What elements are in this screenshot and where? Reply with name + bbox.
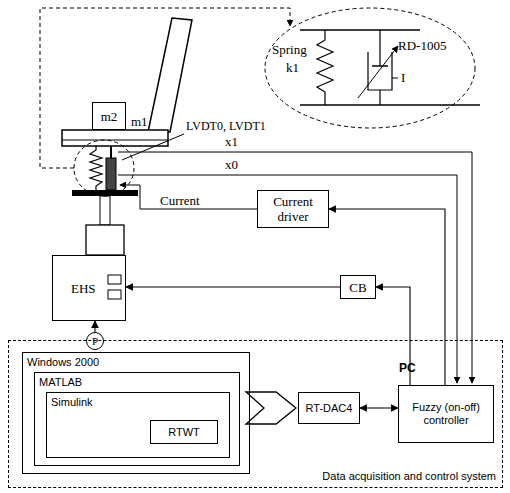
- platform: [72, 190, 138, 196]
- box-label: RTWT: [168, 426, 200, 439]
- damper-symbol-piston: [372, 65, 388, 67]
- damper-body: [106, 158, 116, 190]
- box-label: EHS: [71, 281, 96, 296]
- box-title: Simulink: [51, 395, 93, 410]
- box-label: RT-DAC4: [306, 402, 353, 415]
- box-label: Current driver: [264, 194, 322, 224]
- detail-view: [265, 8, 475, 128]
- controller-box: CB: [340, 275, 376, 299]
- signal-arrow: [360, 407, 398, 408]
- box-label: P: [92, 335, 98, 347]
- damper-symbol-rod: [379, 30, 380, 66]
- signal-arrow: [94, 321, 95, 332]
- detail-marker: [74, 140, 134, 196]
- os-box: Windows 2000MATLAB SimulinkRTWT: [22, 352, 250, 474]
- pump-circle: P: [86, 332, 104, 350]
- panel-title: PC: [399, 361, 416, 376]
- driver-box: Current driver: [257, 190, 329, 228]
- system-panel: PC Data acquisition and control system Win…: [8, 340, 503, 488]
- seat-back: [148, 18, 192, 132]
- part-label: x0: [225, 157, 238, 172]
- box-label: Fuzzy (on-off) controller: [412, 401, 480, 427]
- seat-pan: [62, 130, 168, 146]
- sensor-leader: [122, 134, 184, 160]
- spring-symbol: [317, 30, 333, 105]
- servo-valve: [108, 290, 121, 299]
- part-label: RD-1005: [398, 38, 446, 53]
- box-title: Windows 2000: [27, 355, 99, 370]
- software-box: MATLAB SimulinkRTWT: [34, 372, 240, 466]
- daq-box: RT-DAC4: [298, 392, 360, 424]
- seat-spring: [90, 146, 102, 190]
- actuator-rod: [100, 196, 110, 225]
- part-label: LVDT0, LVDT1: [186, 119, 266, 134]
- panel-caption: Data acquisition and control system: [322, 469, 496, 484]
- software-box: RTWT: [150, 420, 218, 444]
- seat-pan-shade: [62, 140, 168, 141]
- box-label: m2: [101, 109, 118, 124]
- software-box: SimulinkRTWT: [46, 392, 230, 458]
- servo-valve: [108, 275, 121, 284]
- part-label: m1: [131, 114, 148, 129]
- damper-symbol-body-base: [379, 90, 380, 105]
- variable-arrow: [358, 46, 398, 98]
- part-label: Current: [160, 193, 200, 208]
- detail-link: [40, 8, 290, 168]
- current-wire: [120, 185, 257, 209]
- part-label: x1: [225, 134, 238, 149]
- interface-chevron: [246, 392, 296, 424]
- mass-box: m2: [92, 102, 126, 130]
- signal-arrow: [126, 286, 340, 287]
- controller-box: Fuzzy (on-off) controller: [398, 385, 494, 443]
- part-label: Spring: [272, 42, 307, 57]
- signal-arrow: [329, 209, 445, 385]
- lower-mount: [300, 104, 480, 105]
- actuator-cylinder: [86, 225, 124, 255]
- box-label: CB: [349, 280, 366, 295]
- part-label: k1: [286, 60, 299, 75]
- signal-x1: [118, 152, 472, 383]
- actuator-box: EHS: [52, 255, 126, 321]
- box-title: MATLAB: [39, 375, 82, 390]
- current-input: [392, 78, 398, 79]
- part-label: I: [401, 70, 405, 85]
- upper-mount: [300, 29, 420, 30]
